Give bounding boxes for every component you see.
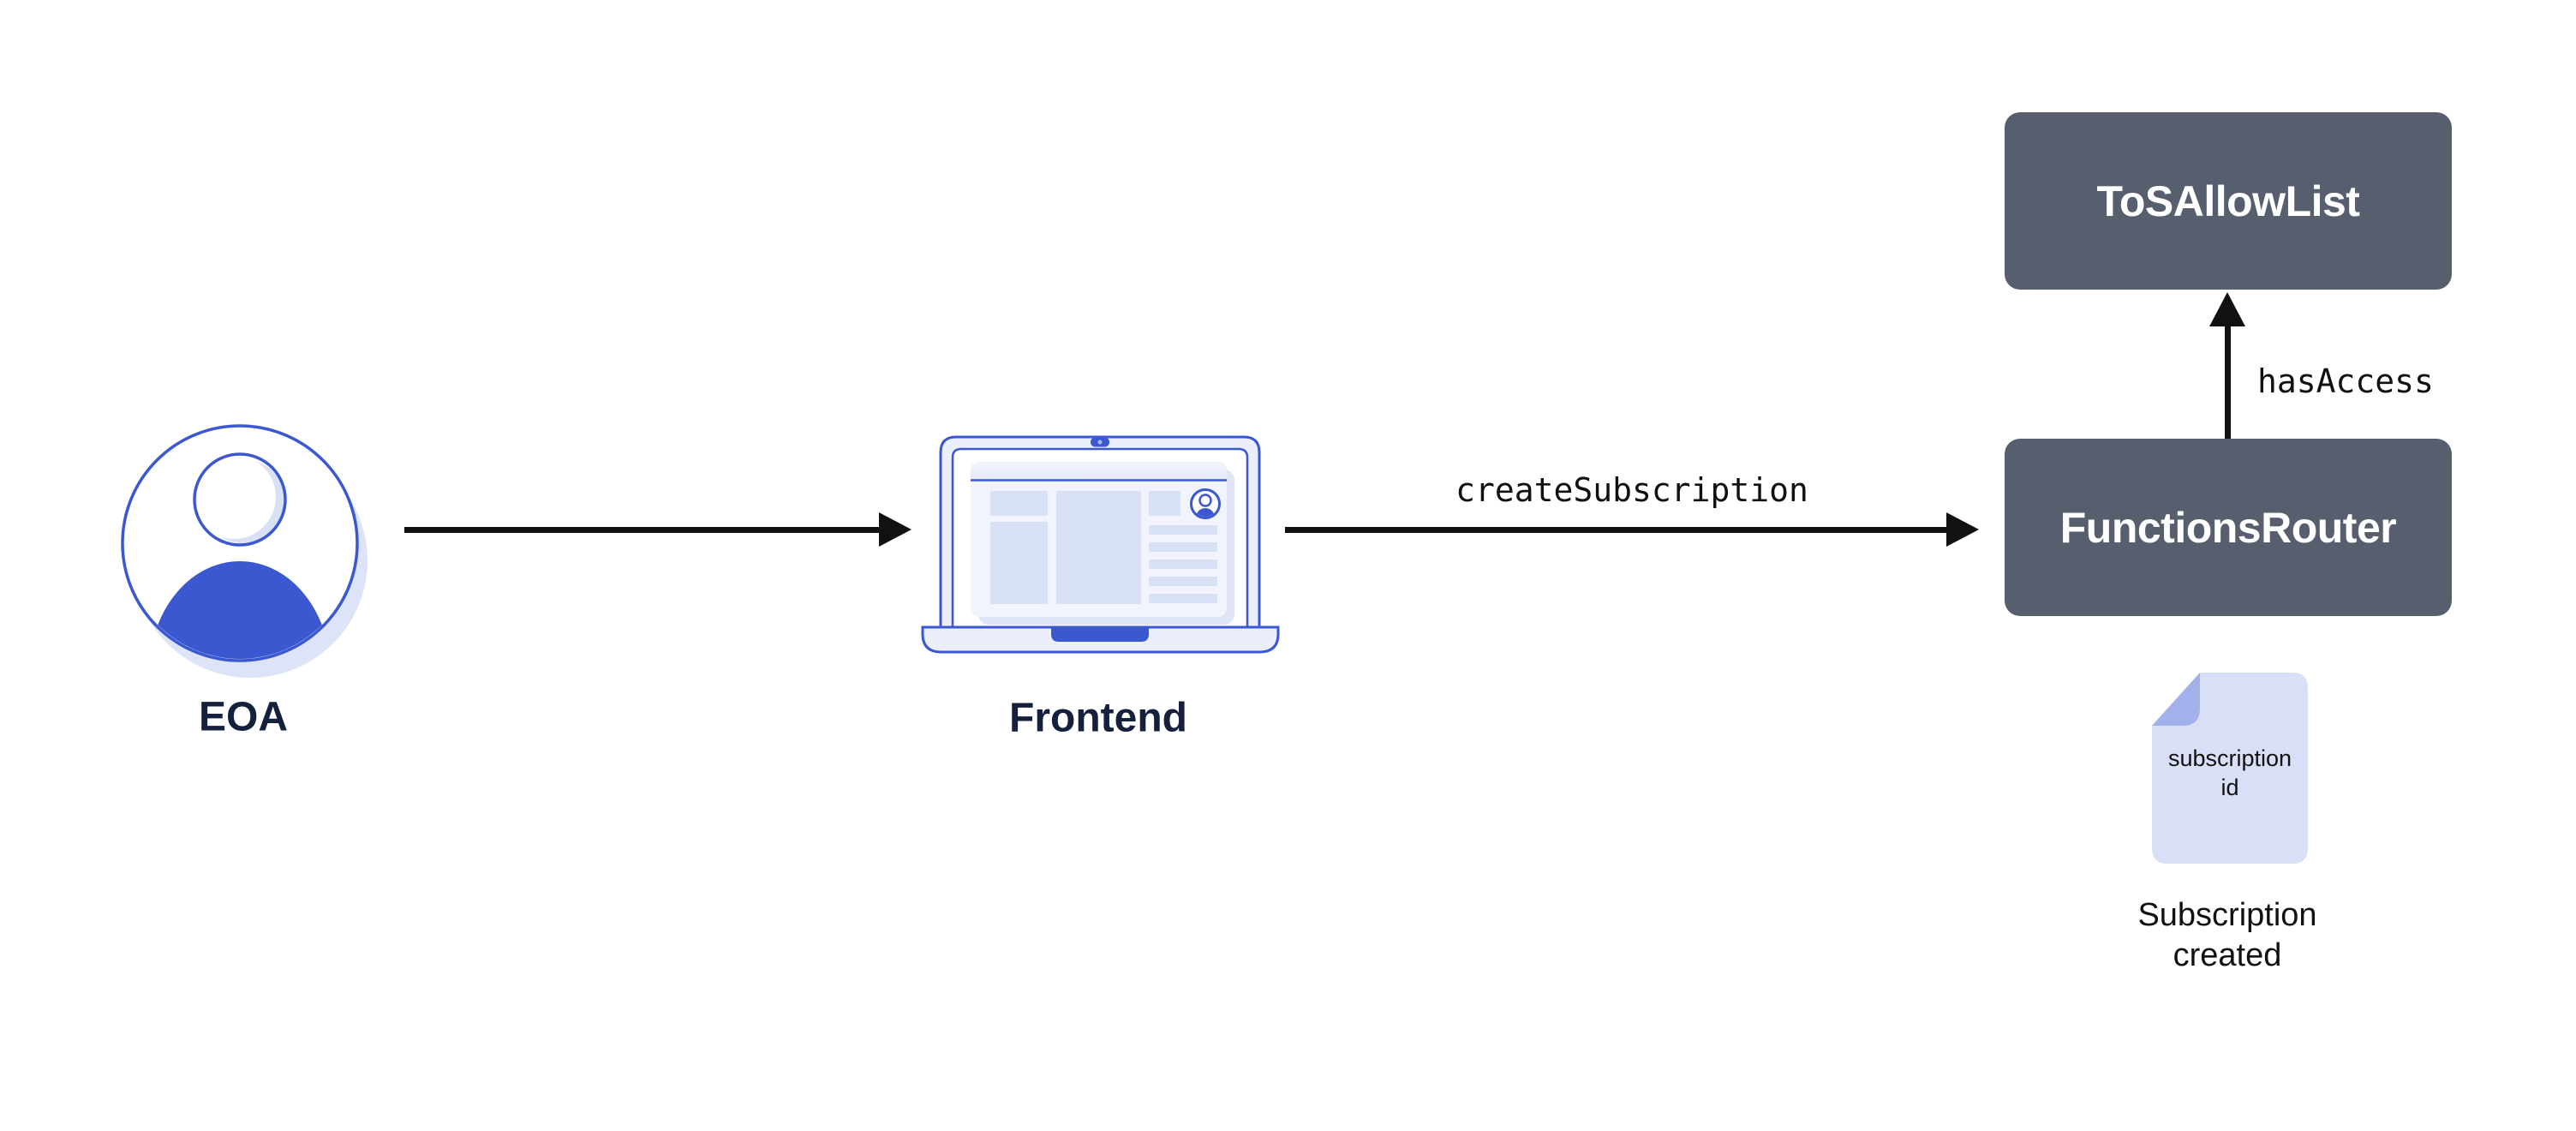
- eoa-label: EOA: [198, 694, 289, 740]
- content-row: [1149, 560, 1217, 569]
- functionsrouter-label: FunctionsRouter: [2059, 503, 2397, 552]
- arrow-head: [1946, 512, 1979, 547]
- content-block: [1056, 491, 1141, 604]
- node-functionsrouter: FunctionsRouter: [2005, 439, 2452, 616]
- arrow-head: [879, 512, 911, 547]
- node-subscription-doc: [2142, 664, 2322, 874]
- user-icon-body: [149, 561, 331, 659]
- createsubscription-label: createSubscription: [1455, 471, 1808, 509]
- content-row: [1149, 577, 1217, 586]
- node-frontend: [917, 428, 1285, 660]
- document-fold: [2152, 673, 2200, 726]
- laptop-notch: [1051, 628, 1149, 642]
- browser-header: [971, 462, 1227, 480]
- document-icon: [2152, 673, 2308, 864]
- arrow-line: [2225, 325, 2231, 439]
- node-tosallowlist: ToSAllowList: [2005, 112, 2452, 290]
- content-row: [1149, 542, 1217, 552]
- hasaccess-label: hasAccess: [2257, 362, 2434, 400]
- subscription-created-caption: Subscription created: [2137, 897, 2317, 973]
- user-icon: [121, 424, 368, 678]
- arrow-line: [404, 527, 884, 533]
- arrow-line: [1285, 527, 1951, 533]
- content-row: [1149, 525, 1217, 535]
- tosallowlist-label: ToSAllowList: [2096, 177, 2360, 225]
- content-block: [990, 491, 1048, 516]
- node-eoa: [103, 416, 411, 699]
- content-block: [990, 522, 1048, 604]
- content-row: [1149, 594, 1217, 603]
- subscription-doc-text: subscription id: [2167, 745, 2292, 800]
- arrow-head: [2209, 292, 2245, 326]
- content-block: [1149, 491, 1180, 516]
- frontend-label: Frontend: [1009, 695, 1187, 741]
- laptop-icon: [921, 435, 1280, 654]
